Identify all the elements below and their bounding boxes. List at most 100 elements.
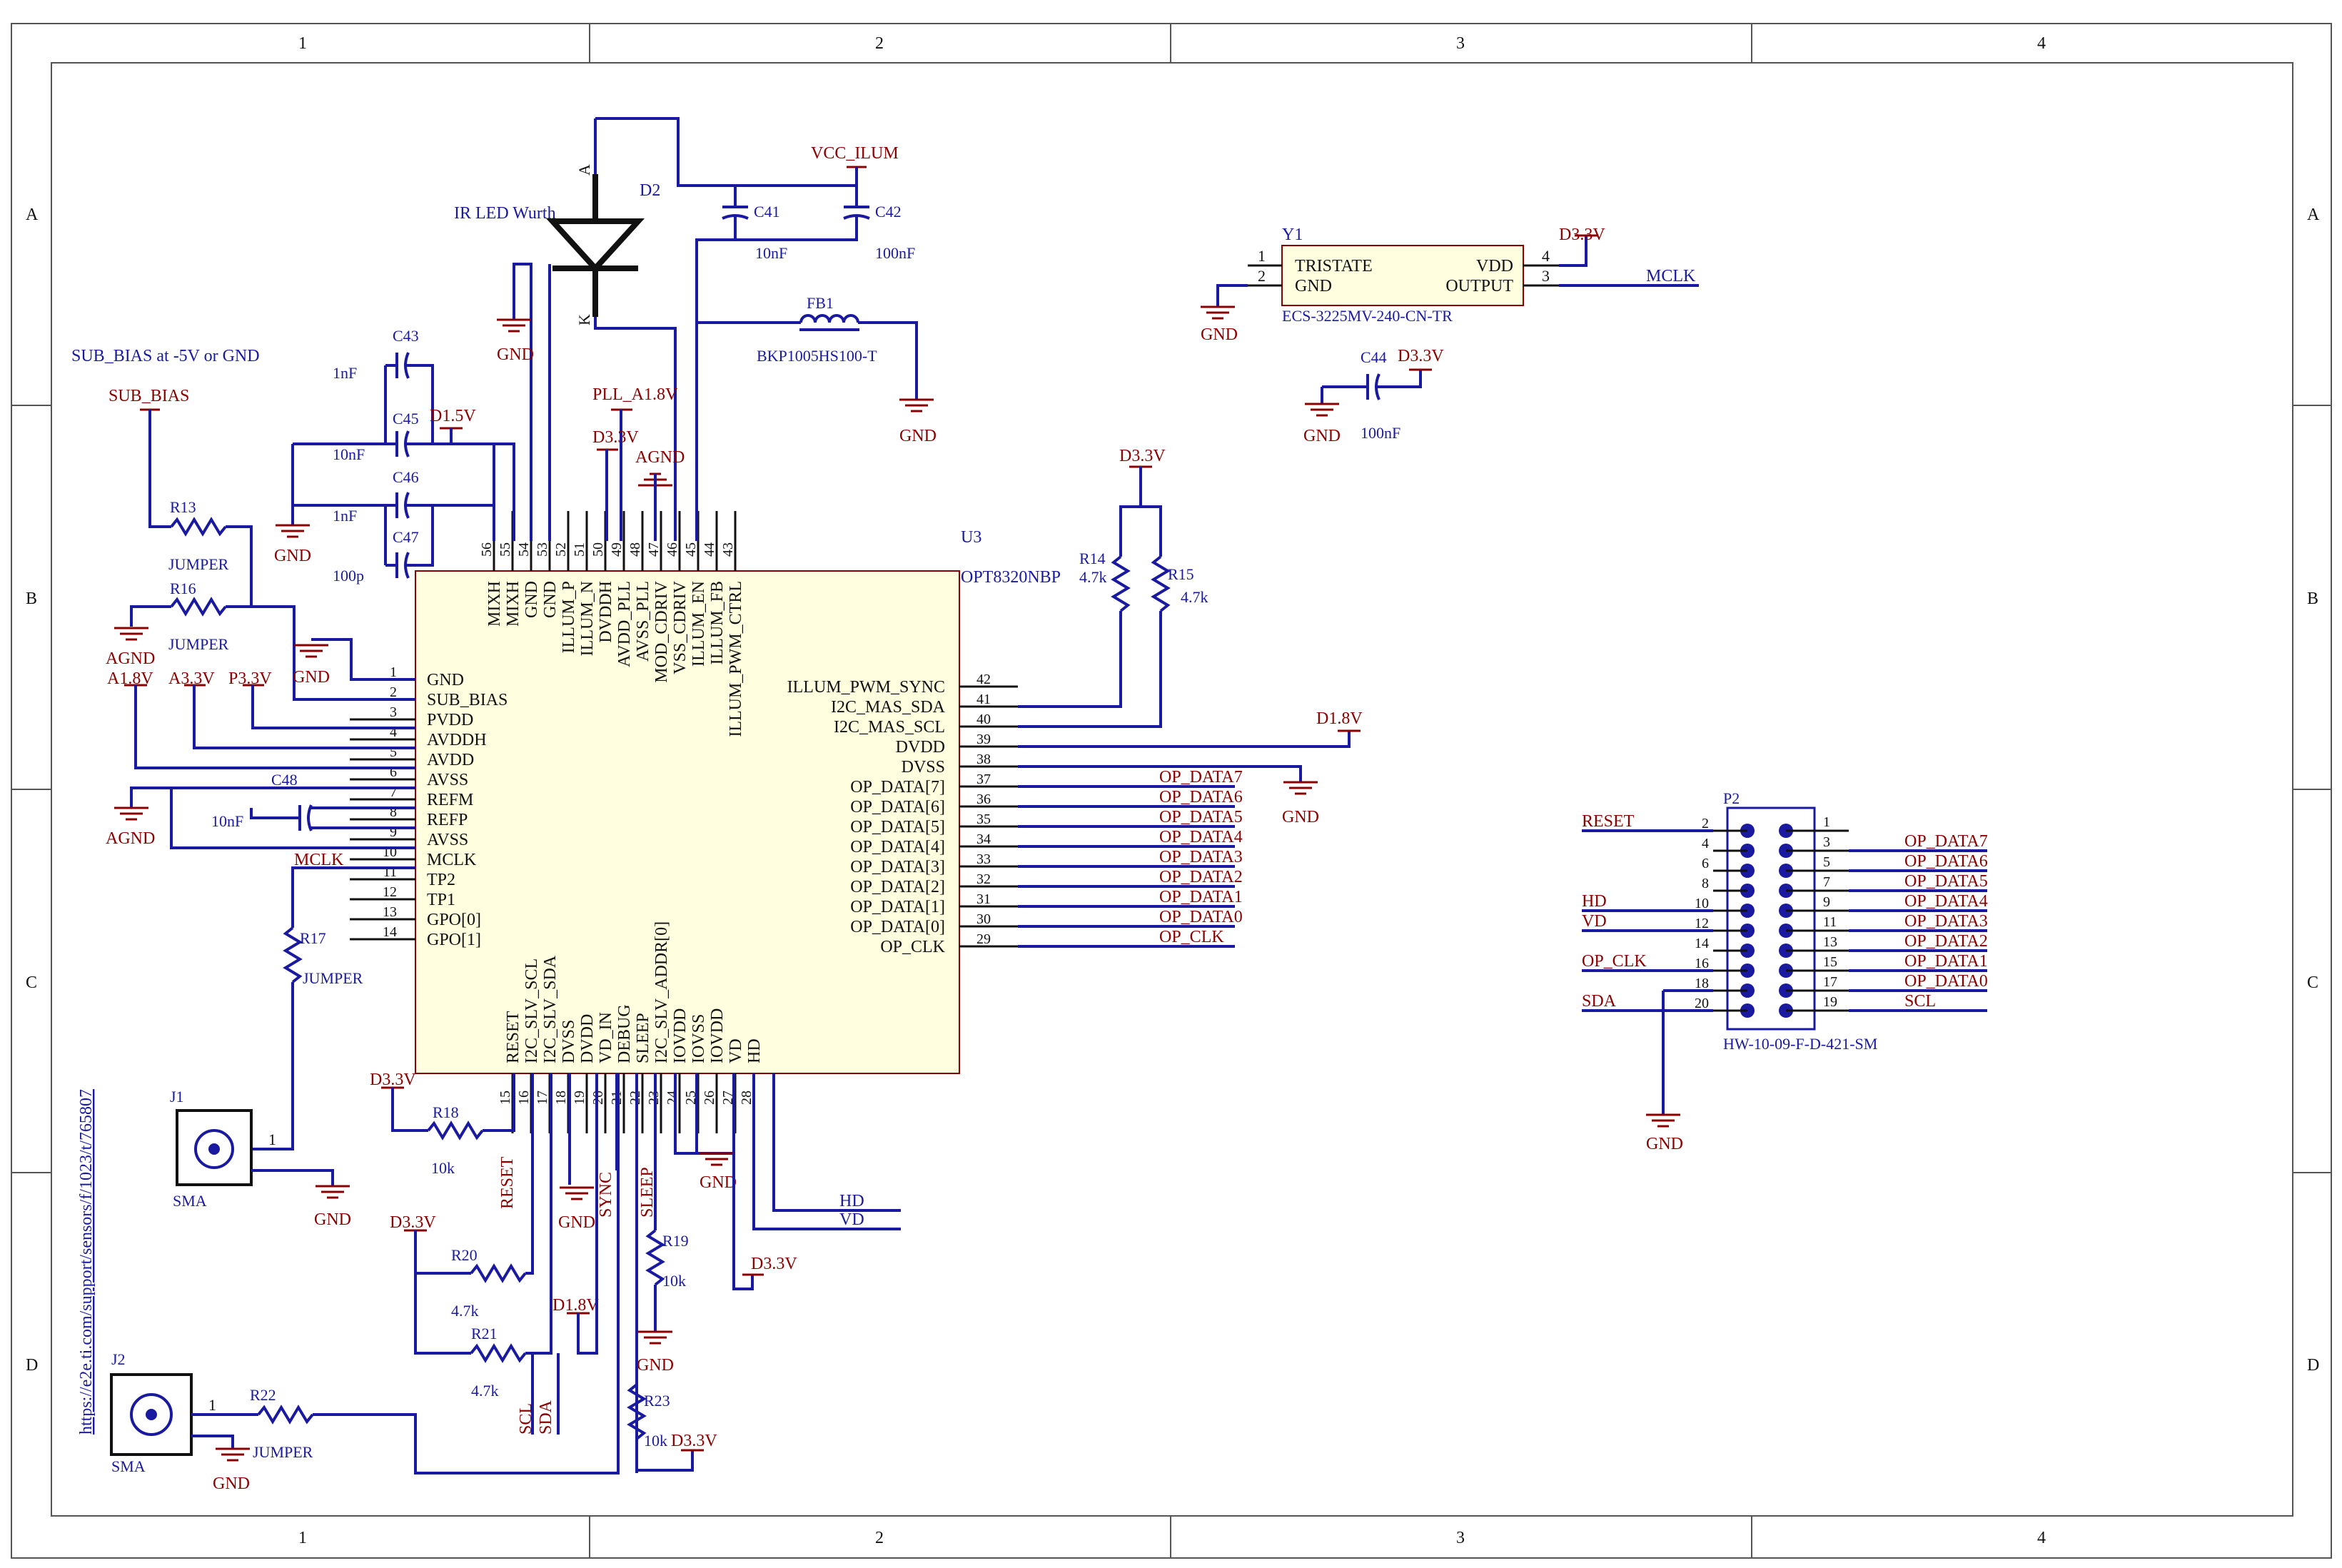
column-label: 4 [2037,1529,2046,1547]
p2-pin-number: 11 [1823,914,1837,930]
r18-value: 10k [431,1159,455,1177]
row-label: A [26,206,39,224]
row-markers-right: A B C D [2293,206,2331,1375]
u3-pin-name: SLEEP [634,1013,652,1063]
r20-net: D3.3V [390,1213,436,1232]
u3-pin-number: 42 [976,672,991,687]
drawing-frame: 1 2 3 4 1 2 3 4 A B C D A B C D https://… [11,23,2332,1559]
left-power-labels: GND A1.8V A3.3V P3.3V AGND [106,638,415,849]
p2-pin-number: 19 [1823,994,1837,1010]
u3-pin-name: AVDD [427,751,474,769]
u3-pin-name: ILLUM_N [578,581,597,656]
p2-gnd: GND [1646,1135,1683,1153]
u3-pin-name: REFP [427,811,468,829]
r15-value: 4.7k [1181,588,1208,606]
y1-pin-num: 2 [1258,267,1266,285]
p2-pin-number: 9 [1823,894,1830,910]
p2-pin-number: 16 [1695,956,1709,971]
r17-ref: R17 [300,929,326,947]
u3-pin-name: DVSS [560,1020,578,1063]
i2c-master-pullups: D3.3V R14 4.7k R15 4.7k D1.8V GND [1018,447,1363,826]
net-label: OP_CLK [1582,952,1647,971]
u3-pin-number: 5 [390,744,397,760]
vcc-ilum-label: VCC_ILUM [811,144,899,163]
j2-pin: 1 [208,1396,216,1414]
c44-ref: C44 [1361,348,1387,366]
u3-pin-number: 8 [390,804,397,820]
u3-pin-number: 36 [976,791,991,807]
u3-pin-number: 56 [479,542,495,557]
u3-pin-number: 47 [646,542,662,557]
u3-pin-number: 52 [553,542,569,557]
agnd-label-2: AGND [106,829,155,848]
net-label: OP_DATA2 [1159,868,1243,886]
u3-pin-name: AVSS [427,831,468,849]
top-gnd-group: GND [495,263,551,541]
net-label: OP_DATA7 [1904,832,1988,851]
u3-pin-name: GND [541,581,560,618]
r22-ref: R22 [250,1386,276,1404]
hd-net-label: HD [839,1192,864,1210]
y1-pin-num: 1 [1258,247,1266,265]
r21-value: 4.7k [471,1382,499,1400]
r14-ref: R14 [1079,550,1106,567]
u3-pin-name: IOVSS [690,1014,708,1063]
u3-pin-number: 13 [383,904,397,920]
p2-pin-number: 20 [1695,996,1709,1011]
u3-pin-name: GPO[0] [427,911,481,929]
column-label: 3 [1456,1529,1465,1547]
p2-pin-number: 18 [1695,976,1709,991]
u3-pin-number: 27 [720,1091,736,1105]
d15v-label: D1.5V [430,407,476,425]
u3-pin-number: 28 [739,1091,754,1105]
reset-net-label: RESET [498,1156,517,1209]
u3-pin-number: 46 [665,542,680,557]
fb1-part: BKP1005HS100-T [757,347,877,365]
y1-pin-name: VDD [1476,257,1513,275]
r23-ref: R23 [644,1392,670,1410]
mclk-net-label: MCLK [1646,267,1696,285]
net-label: OP_DATA4 [1904,892,1988,911]
row-markers-left: A B C D [11,206,51,1375]
j2-sma: J2 SMA 1 R22 JUMPER GND [110,1073,620,1493]
net-label: SDA [1582,992,1617,1011]
row-label: C [26,973,37,992]
u3-pin-number: 2 [390,684,397,700]
column-label: 1 [298,34,307,53]
u3-pin-number: 26 [702,1091,717,1105]
u3-pin-number: 6 [390,764,397,780]
c41-value: 10nF [755,244,787,262]
net-label: OP_CLK [1159,928,1224,946]
r15-ref: R15 [1168,565,1194,583]
r23-value: 10k [644,1432,667,1450]
u3-pin-name: GND [523,581,541,618]
mix-decoupling-caps: C43 1nF C45 10nF C46 1nF C47 100p GND D1… [274,327,515,585]
u3-pin-name: DVSS [902,758,945,777]
sleep-net-label: SLEEP [638,1167,657,1218]
net-label: OP_DATA5 [1904,872,1988,891]
u3-pin-name: OP_DATA[0] [850,918,945,936]
caps-gnd-label: GND [274,547,311,565]
p2-pin-number: 4 [1702,836,1709,851]
forum-link[interactable]: https://e2e.ti.com/support/sensors/f/102… [77,1089,96,1435]
net-label: OP_DATA1 [1904,952,1988,971]
sync-net-label: SYNC [597,1172,615,1218]
c43-ref: C43 [393,327,419,345]
c42-ref: C42 [875,203,902,221]
vd-net-label: VD [839,1210,864,1229]
c44-capacitor: C44 D3.3V GND 100nF [1303,347,1444,445]
u3-pin-name: I2C_SLV_SCL [523,958,541,1063]
r23-net: D3.3V [671,1432,717,1450]
c48-value: 10nF [211,812,243,830]
u3-pin-number: 3 [390,704,397,720]
u3-pin-name: DVDD [578,1014,597,1063]
p2-pin-number: 5 [1823,854,1830,870]
p2-pin-number: 8 [1702,876,1709,891]
p2-pin-number: 17 [1823,974,1837,990]
u3-pin-name: OP_DATA[4] [850,838,945,856]
u3-pin-name: I2C_MAS_SDA [831,698,946,717]
net-label: OP_DATA0 [1904,972,1988,991]
u3-pin-name: PVDD [427,711,473,729]
u3-pin-number: 17 [535,1091,550,1105]
